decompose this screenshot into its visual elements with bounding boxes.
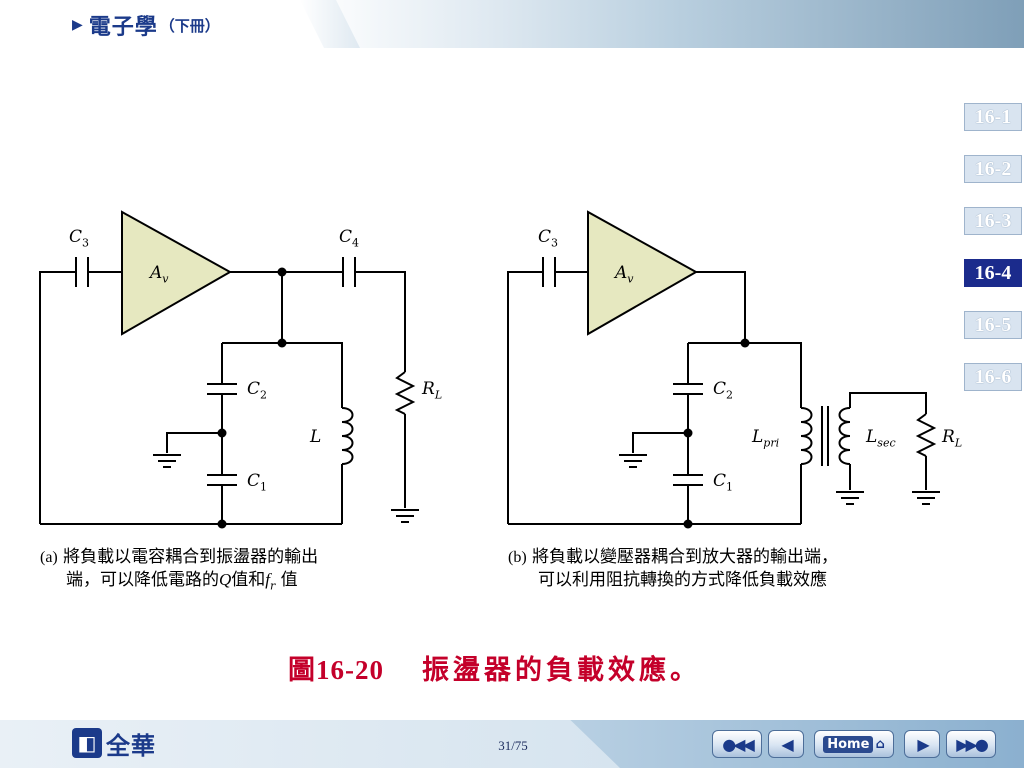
- figure-caption: 圖16-20 振盪器的負載效應。: [288, 648, 701, 687]
- circuit-diagrams: [39, 210, 941, 529]
- nav-item-16-6[interactable]: 16-6: [964, 363, 1022, 391]
- double-right-icon: ▶▶●: [956, 734, 989, 754]
- circuit-a: [39, 210, 416, 525]
- subcaption-a-line1: 將負載以電容耦合到振盪器的輸出: [63, 547, 319, 567]
- first-page-button[interactable]: ●◀◀: [712, 730, 762, 758]
- label-c3-b: C3: [538, 227, 559, 250]
- figure-description: 振盪器的負載效應。: [422, 655, 701, 686]
- subcaption-b: (b) 將負載以變壓器耦合到放大器的輸出端， 可以利用阻抗轉換的方式降低負載效應: [508, 546, 838, 591]
- label-l-a: L: [310, 427, 322, 447]
- label-rl-a: RL: [422, 379, 443, 402]
- logo-name: 全華: [106, 731, 156, 760]
- publisher-logo: ◧ 全華: [72, 727, 156, 760]
- footer-left-panel: [0, 720, 620, 768]
- amplifier-a: [121, 210, 233, 336]
- subcaption-a-line2-post: 值: [275, 570, 298, 590]
- label-c1-a: C1: [247, 471, 268, 494]
- chevron-right-icon: ▶: [917, 734, 929, 754]
- book-title: ▶ 電子學 （下冊）: [72, 10, 220, 40]
- label-lpri-b: Lpri: [752, 427, 780, 450]
- home-label: Home: [823, 735, 874, 753]
- prev-page-button[interactable]: ◀: [768, 730, 804, 758]
- subcaption-b-tag: (b): [508, 549, 527, 566]
- label-c4-a: C4: [339, 227, 360, 250]
- page-indicator: 31/75: [498, 738, 528, 753]
- circuit-b: [507, 210, 937, 525]
- last-page-button[interactable]: ▶▶●: [946, 730, 996, 758]
- chevron-left-icon: ◀: [781, 734, 793, 754]
- subcaption-b-line2: 可以利用阻抗轉換的方式降低負載效應: [538, 570, 827, 590]
- fr-symbol: f: [265, 570, 271, 589]
- label-lsec-b: Lsec: [866, 427, 896, 450]
- nav-item-16-2[interactable]: 16-2: [964, 155, 1022, 183]
- label-av-b: Av: [615, 263, 634, 286]
- subcaption-a-line2-pre: 端，可以降低電路的: [66, 570, 219, 590]
- subcaption-b-line1: 將負載以變壓器耦合到放大器的輸出端，: [532, 547, 839, 567]
- nav-item-16-5[interactable]: 16-5: [964, 311, 1022, 339]
- nav-item-16-3[interactable]: 16-3: [964, 207, 1022, 235]
- amplifier-b: [587, 210, 699, 336]
- subcaption-a-tag: (a): [40, 549, 58, 566]
- label-rl-b: RL: [942, 427, 963, 450]
- nav-item-16-4[interactable]: 16-4: [964, 259, 1022, 287]
- q-symbol: Q: [219, 570, 232, 589]
- label-c2-a: C2: [247, 379, 268, 402]
- fr-subscript: r: [270, 579, 276, 593]
- label-c2-b: C2: [713, 379, 734, 402]
- label-c3-a: C3: [69, 227, 90, 250]
- subcaption-a-line2-mid: 值和: [231, 570, 266, 590]
- book-title-sub: （下冊）: [159, 16, 220, 35]
- header-left-panel: [0, 0, 330, 48]
- figure-number: 圖16-20: [288, 655, 384, 685]
- subcaption-a: (a) 將負載以電容耦合到振盪器的輸出 端，可以降低電路的Q值和fr 值: [40, 546, 318, 597]
- double-left-icon: ●◀◀: [722, 734, 755, 754]
- home-button[interactable]: Home ⌂: [814, 730, 894, 758]
- next-page-button[interactable]: ▶: [904, 730, 940, 758]
- logo-mark-icon: ◧: [72, 728, 102, 758]
- play-triangle-icon: ▶: [72, 17, 83, 33]
- home-icon: ⌂: [875, 736, 885, 752]
- nav-item-16-1[interactable]: 16-1: [964, 103, 1022, 131]
- label-av-a: Av: [150, 263, 169, 286]
- book-title-main: 電子學: [88, 15, 158, 40]
- label-c1-b: C1: [713, 471, 734, 494]
